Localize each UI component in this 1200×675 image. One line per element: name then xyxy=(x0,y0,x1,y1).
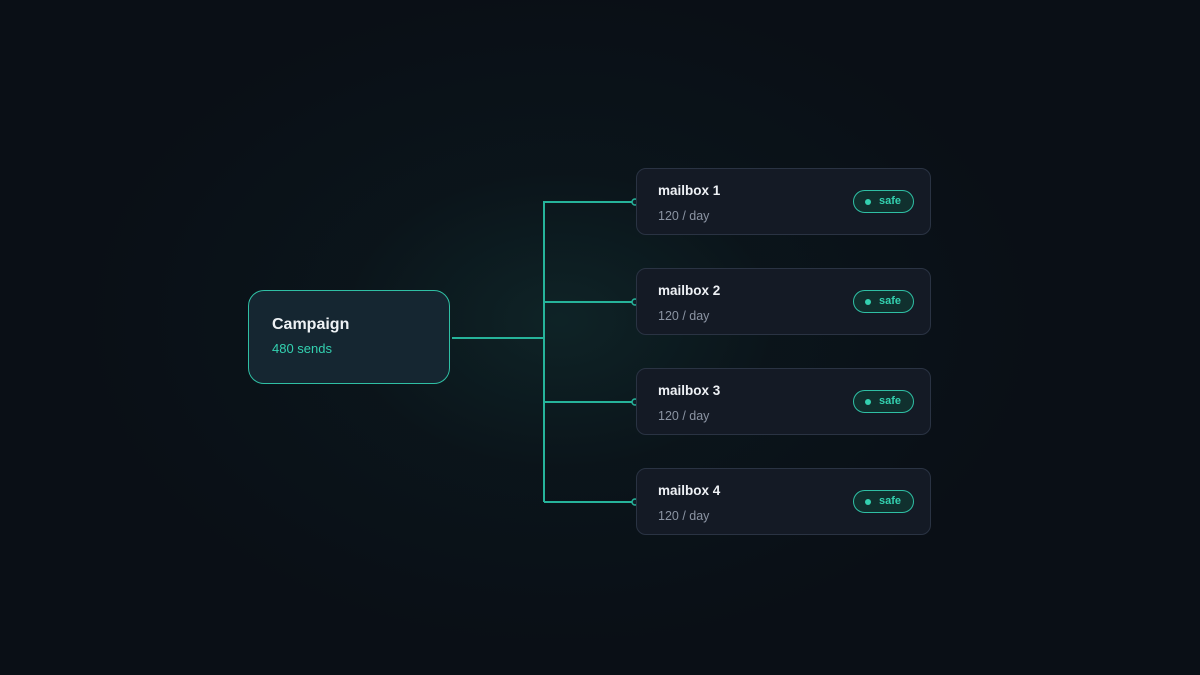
status-label: safe xyxy=(879,395,902,407)
status-dot-icon xyxy=(865,199,871,205)
status-badge: safe xyxy=(853,490,914,513)
status-dot-icon xyxy=(865,499,871,505)
mailbox-name: mailbox 4 xyxy=(658,483,721,498)
campaign-sends: 480 sends xyxy=(272,341,332,356)
status-label: safe xyxy=(879,495,902,507)
mailbox-name: mailbox 2 xyxy=(658,283,721,298)
mailbox-rate: 120 / day xyxy=(658,209,710,223)
mailbox-card[interactable]: mailbox 1 120 / day safe xyxy=(636,168,931,235)
mailbox-card[interactable]: mailbox 3 120 / day safe xyxy=(636,368,931,435)
mailbox-rate: 120 / day xyxy=(658,509,710,523)
status-label: safe xyxy=(879,195,902,207)
status-label: safe xyxy=(879,295,902,307)
status-badge: safe xyxy=(853,390,914,413)
mailbox-name: mailbox 3 xyxy=(658,383,721,398)
mailbox-rate: 120 / day xyxy=(658,409,710,423)
status-badge: safe xyxy=(853,290,914,313)
campaign-node[interactable]: Campaign 480 sends xyxy=(248,290,450,384)
status-dot-icon xyxy=(865,299,871,305)
mailbox-rate: 120 / day xyxy=(658,309,710,323)
campaign-title: Campaign xyxy=(272,316,350,333)
mailbox-name: mailbox 1 xyxy=(658,183,721,198)
status-badge: safe xyxy=(853,190,914,213)
status-dot-icon xyxy=(865,399,871,405)
mailbox-card[interactable]: mailbox 4 120 / day safe xyxy=(636,468,931,535)
mailbox-card[interactable]: mailbox 2 120 / day safe xyxy=(636,268,931,335)
